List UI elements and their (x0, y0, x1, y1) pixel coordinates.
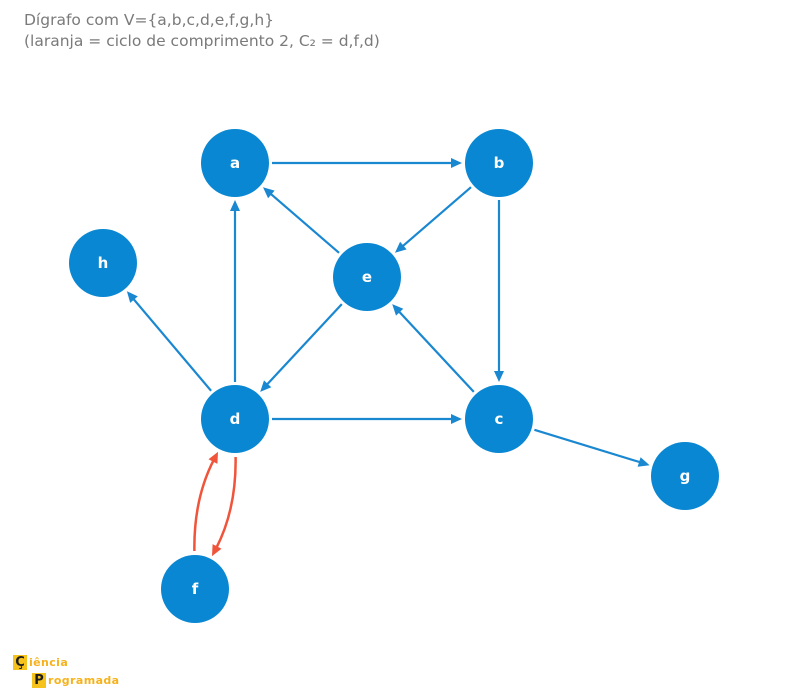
node-a: a (201, 129, 269, 197)
edge-arrowhead (212, 544, 222, 557)
node-circle (201, 385, 269, 453)
edge-arrowhead (451, 158, 462, 168)
caption-line-2: (laranja = ciclo de comprimento 2, C₂ = … (24, 32, 380, 50)
node-label: b (494, 154, 505, 172)
edge-arrowhead (230, 200, 240, 211)
node-g: g (651, 442, 719, 510)
edge-arrowhead (451, 414, 462, 424)
edge-arrowhead (263, 187, 275, 199)
edge-d-h (126, 291, 212, 392)
edge-arrowhead (494, 371, 504, 382)
edge-d-f (212, 456, 237, 557)
edge-c-e (392, 304, 475, 393)
edge-arrowhead (260, 380, 272, 392)
edge-arrowhead (126, 291, 138, 303)
edge-f-d (193, 451, 218, 552)
edge-line (193, 459, 215, 552)
node-label: f (192, 580, 199, 598)
node-circle (651, 442, 719, 510)
logo-word-1: iência (29, 656, 69, 669)
node-circle (465, 385, 533, 453)
edge-b-c (494, 200, 504, 382)
node-circle (201, 129, 269, 197)
node-label: e (362, 268, 372, 286)
edge-d-a (230, 200, 240, 382)
edge-line (269, 192, 340, 254)
node-label: h (98, 254, 109, 272)
logo-letter-box-1: Ç (13, 655, 27, 670)
node-b: b (465, 129, 533, 197)
node-label: a (230, 154, 240, 172)
edge-arrowhead (637, 457, 650, 467)
node-circle (69, 229, 137, 297)
edge-a-b (272, 158, 462, 168)
edge-line (397, 309, 475, 393)
diagram-caption: Dígrafo com V={a,b,c,d,e,f,g,h} (laranja… (24, 10, 380, 52)
edge-line (534, 428, 642, 464)
node-c: c (465, 385, 533, 453)
node-label: g (680, 467, 691, 485)
edge-line (131, 297, 212, 392)
ciencia-programada-logo: Ç iência P rogramada (13, 655, 123, 695)
edge-e-d (260, 303, 343, 392)
edge-line (265, 303, 343, 387)
logo-word-2: rogramada (48, 674, 120, 687)
edge-arrowhead (208, 451, 218, 464)
edge-e-a (263, 187, 340, 254)
node-f: f (161, 555, 229, 623)
edge-c-g (534, 428, 650, 467)
edge-line (215, 456, 237, 549)
node-d: d (201, 385, 269, 453)
edges-layer (126, 158, 650, 557)
node-e: e (333, 243, 401, 311)
node-circle (161, 555, 229, 623)
node-circle (333, 243, 401, 311)
caption-line-1: Dígrafo com V={a,b,c,d,e,f,g,h} (24, 11, 275, 29)
node-h: h (69, 229, 137, 297)
edge-d-c (272, 414, 462, 424)
node-label: c (495, 410, 504, 428)
edge-line (401, 186, 472, 248)
edge-arrowhead (392, 304, 404, 316)
edge-arrowhead (395, 241, 407, 253)
node-label: d (230, 410, 241, 428)
edge-b-e (395, 186, 472, 253)
nodes-layer: a b c d e f g h (69, 129, 719, 623)
logo-letter-box-2: P (32, 673, 46, 688)
node-circle (465, 129, 533, 197)
